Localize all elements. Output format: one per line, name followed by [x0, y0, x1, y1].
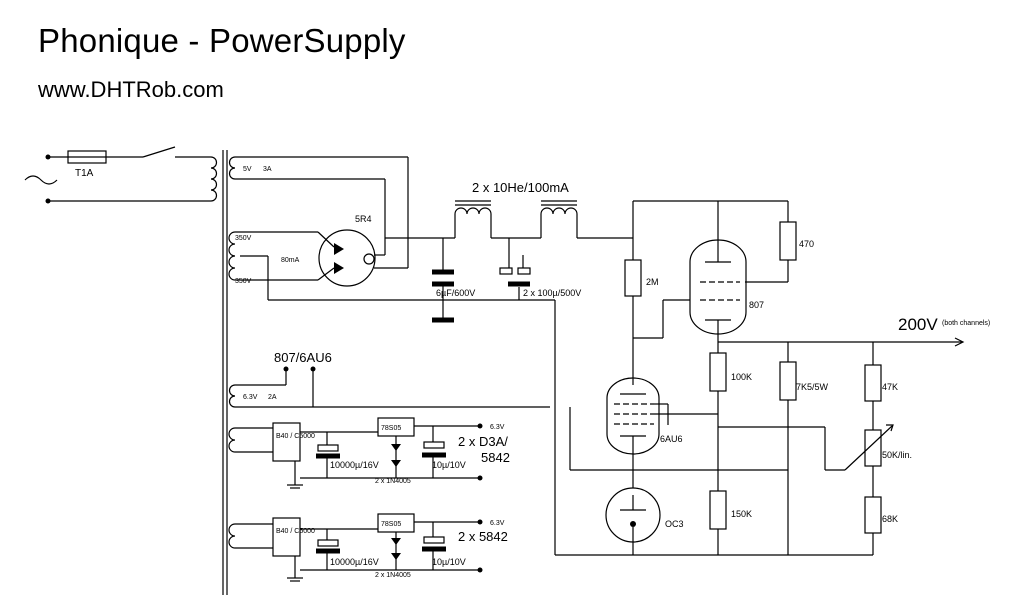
- mains-switch: [142, 146, 176, 158]
- reg2-label: 78S05: [381, 521, 401, 528]
- load1b-label: 5842: [481, 450, 510, 465]
- chokes-label: 2 x 10He/100mA: [472, 180, 569, 195]
- resistor-100k: [709, 352, 727, 392]
- tube-807-label: 807: [749, 300, 764, 310]
- cap-6uf-label: 6µF/600V: [436, 288, 475, 298]
- tap-3a-label: 3A: [263, 166, 272, 173]
- r-100k-label: 100K: [731, 372, 752, 382]
- r-7k5-label: 7K5/5W: [796, 382, 829, 392]
- resistor-470: [779, 221, 797, 261]
- cap2a-label: 10000µ/16V: [330, 557, 379, 567]
- rectifier-label: 5R4: [355, 214, 372, 224]
- output-voltage-label: 200V: [898, 315, 938, 334]
- tap-2a-label: 2A: [268, 394, 277, 401]
- dc-heater-supply-1: B40 / C5000 10000µ/16V 78S05 10µ/10V 2 x…: [228, 417, 510, 489]
- hv-regulator: 470 2M 807 200V (both channels) 100K: [555, 200, 990, 556]
- tube-807: 807: [689, 239, 764, 342]
- reg1-label: 78S05: [381, 425, 401, 432]
- bridge-rectifier-2: [272, 517, 301, 557]
- cap1a-label: 10000µ/16V: [330, 460, 379, 470]
- tap-80ma-label: 80mA: [281, 257, 300, 264]
- bridge-rectifier-1: [272, 422, 301, 462]
- mains-input: T1A: [24, 146, 205, 204]
- diagram-title: Phonique - PowerSupply: [38, 22, 406, 59]
- cap2b-label: 10µ/10V: [432, 557, 466, 567]
- r-68k-label: 68K: [882, 514, 898, 524]
- tube-oc3: OC3: [605, 487, 684, 555]
- diodes1-label: 2 x 1N4005: [375, 478, 411, 485]
- diodes2-label: 2 x 1N4005: [375, 572, 411, 579]
- hv-secondary: 5V 3A 350V 80mA 350V 5R4: [228, 156, 633, 555]
- potentiometer-50k: [864, 429, 882, 467]
- pot-label: 50K/lin.: [882, 450, 912, 460]
- load1a-label: 2 x D3A/: [458, 434, 508, 449]
- r-470-label: 470: [799, 239, 814, 249]
- heater-supply-807-6au6: 807/6AU6 6.3V 2A: [228, 350, 550, 408]
- tube-oc3-label: OC3: [665, 519, 684, 529]
- rectifier-5r4: 5R4: [317, 157, 409, 287]
- cap1b-label: 10µ/10V: [432, 460, 466, 470]
- resistor-47k: [864, 364, 882, 402]
- heater-tubes-label: 807/6AU6: [274, 350, 332, 365]
- tap-350-bot-label: 350V: [235, 278, 252, 285]
- r-47k-label: 47K: [882, 382, 898, 392]
- cap-100uf-label: 2 x 100µ/500V: [523, 288, 581, 298]
- dc-heater-supply-2: B40 / C5000 10000µ/16V 78S05 10µ/10V 2 x…: [228, 513, 508, 582]
- bridge2-label: B40 / C5000: [276, 528, 315, 535]
- resistor-150k: [709, 490, 727, 530]
- fuse-label: T1A: [75, 168, 94, 179]
- diagram-subtitle: www.DHTRob.com: [38, 77, 224, 102]
- resistor-68k: [864, 496, 882, 534]
- tap-63-label: 6.3V: [243, 394, 258, 401]
- tube-6au6-label: 6AU6: [660, 434, 683, 444]
- mains-transformer: [205, 150, 228, 595]
- tube-6au6: 6AU6: [606, 377, 718, 488]
- out2-label: 6.3V: [490, 520, 505, 527]
- choke-1: [454, 200, 492, 238]
- load2-label: 2 x 5842: [458, 529, 508, 544]
- tap-5v-label: 5V: [243, 166, 252, 173]
- resistor-2m: [624, 259, 642, 297]
- resistor-7k5: [779, 361, 797, 401]
- r-150k-label: 150K: [731, 509, 752, 519]
- tap-350-top-label: 350V: [235, 235, 252, 242]
- choke-2: [540, 200, 578, 238]
- output-note-label: (both channels): [942, 320, 990, 327]
- r-2m-label: 2M: [646, 277, 659, 287]
- out1-label: 6.3V: [490, 424, 505, 431]
- bridge1-label: B40 / C5000: [276, 433, 315, 440]
